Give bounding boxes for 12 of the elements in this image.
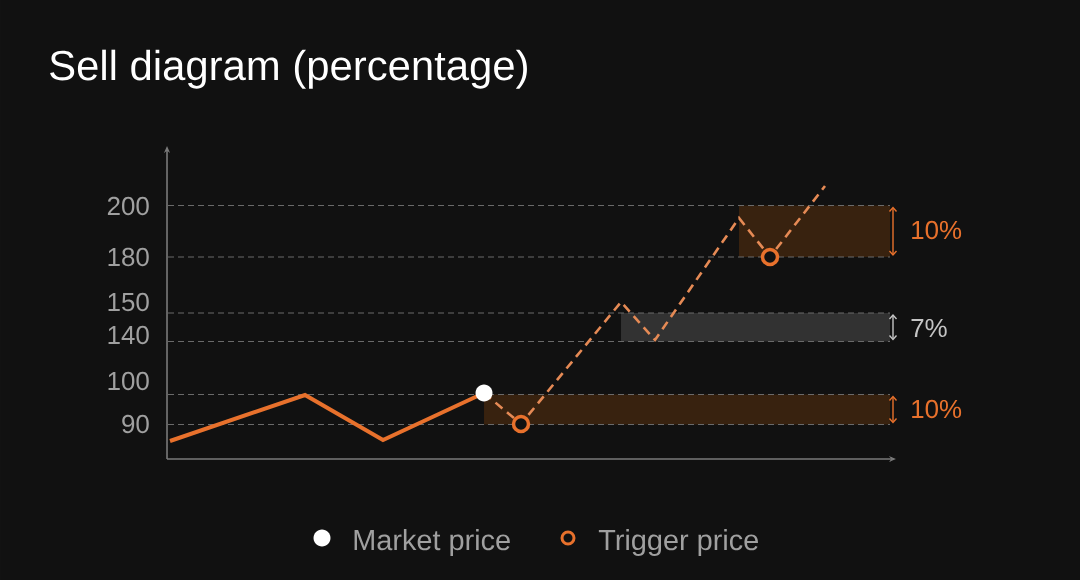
- axis-label: 200: [107, 196, 149, 216]
- percentage-label: 7%: [911, 318, 947, 338]
- axis-label: 180: [108, 247, 149, 267]
- axis-label: 100: [108, 371, 149, 391]
- axis-label: 140: [108, 325, 149, 345]
- chart-title: Sell diagram (percentage): [50, 49, 527, 89]
- percentage-label: 10%: [912, 399, 962, 419]
- percentage-label: 10%: [912, 220, 962, 240]
- legend-label: Trigger price: [598, 529, 758, 556]
- axis-label: 90: [122, 414, 149, 434]
- legend-label: Market price: [354, 529, 510, 556]
- axis-label: 150: [108, 292, 149, 312]
